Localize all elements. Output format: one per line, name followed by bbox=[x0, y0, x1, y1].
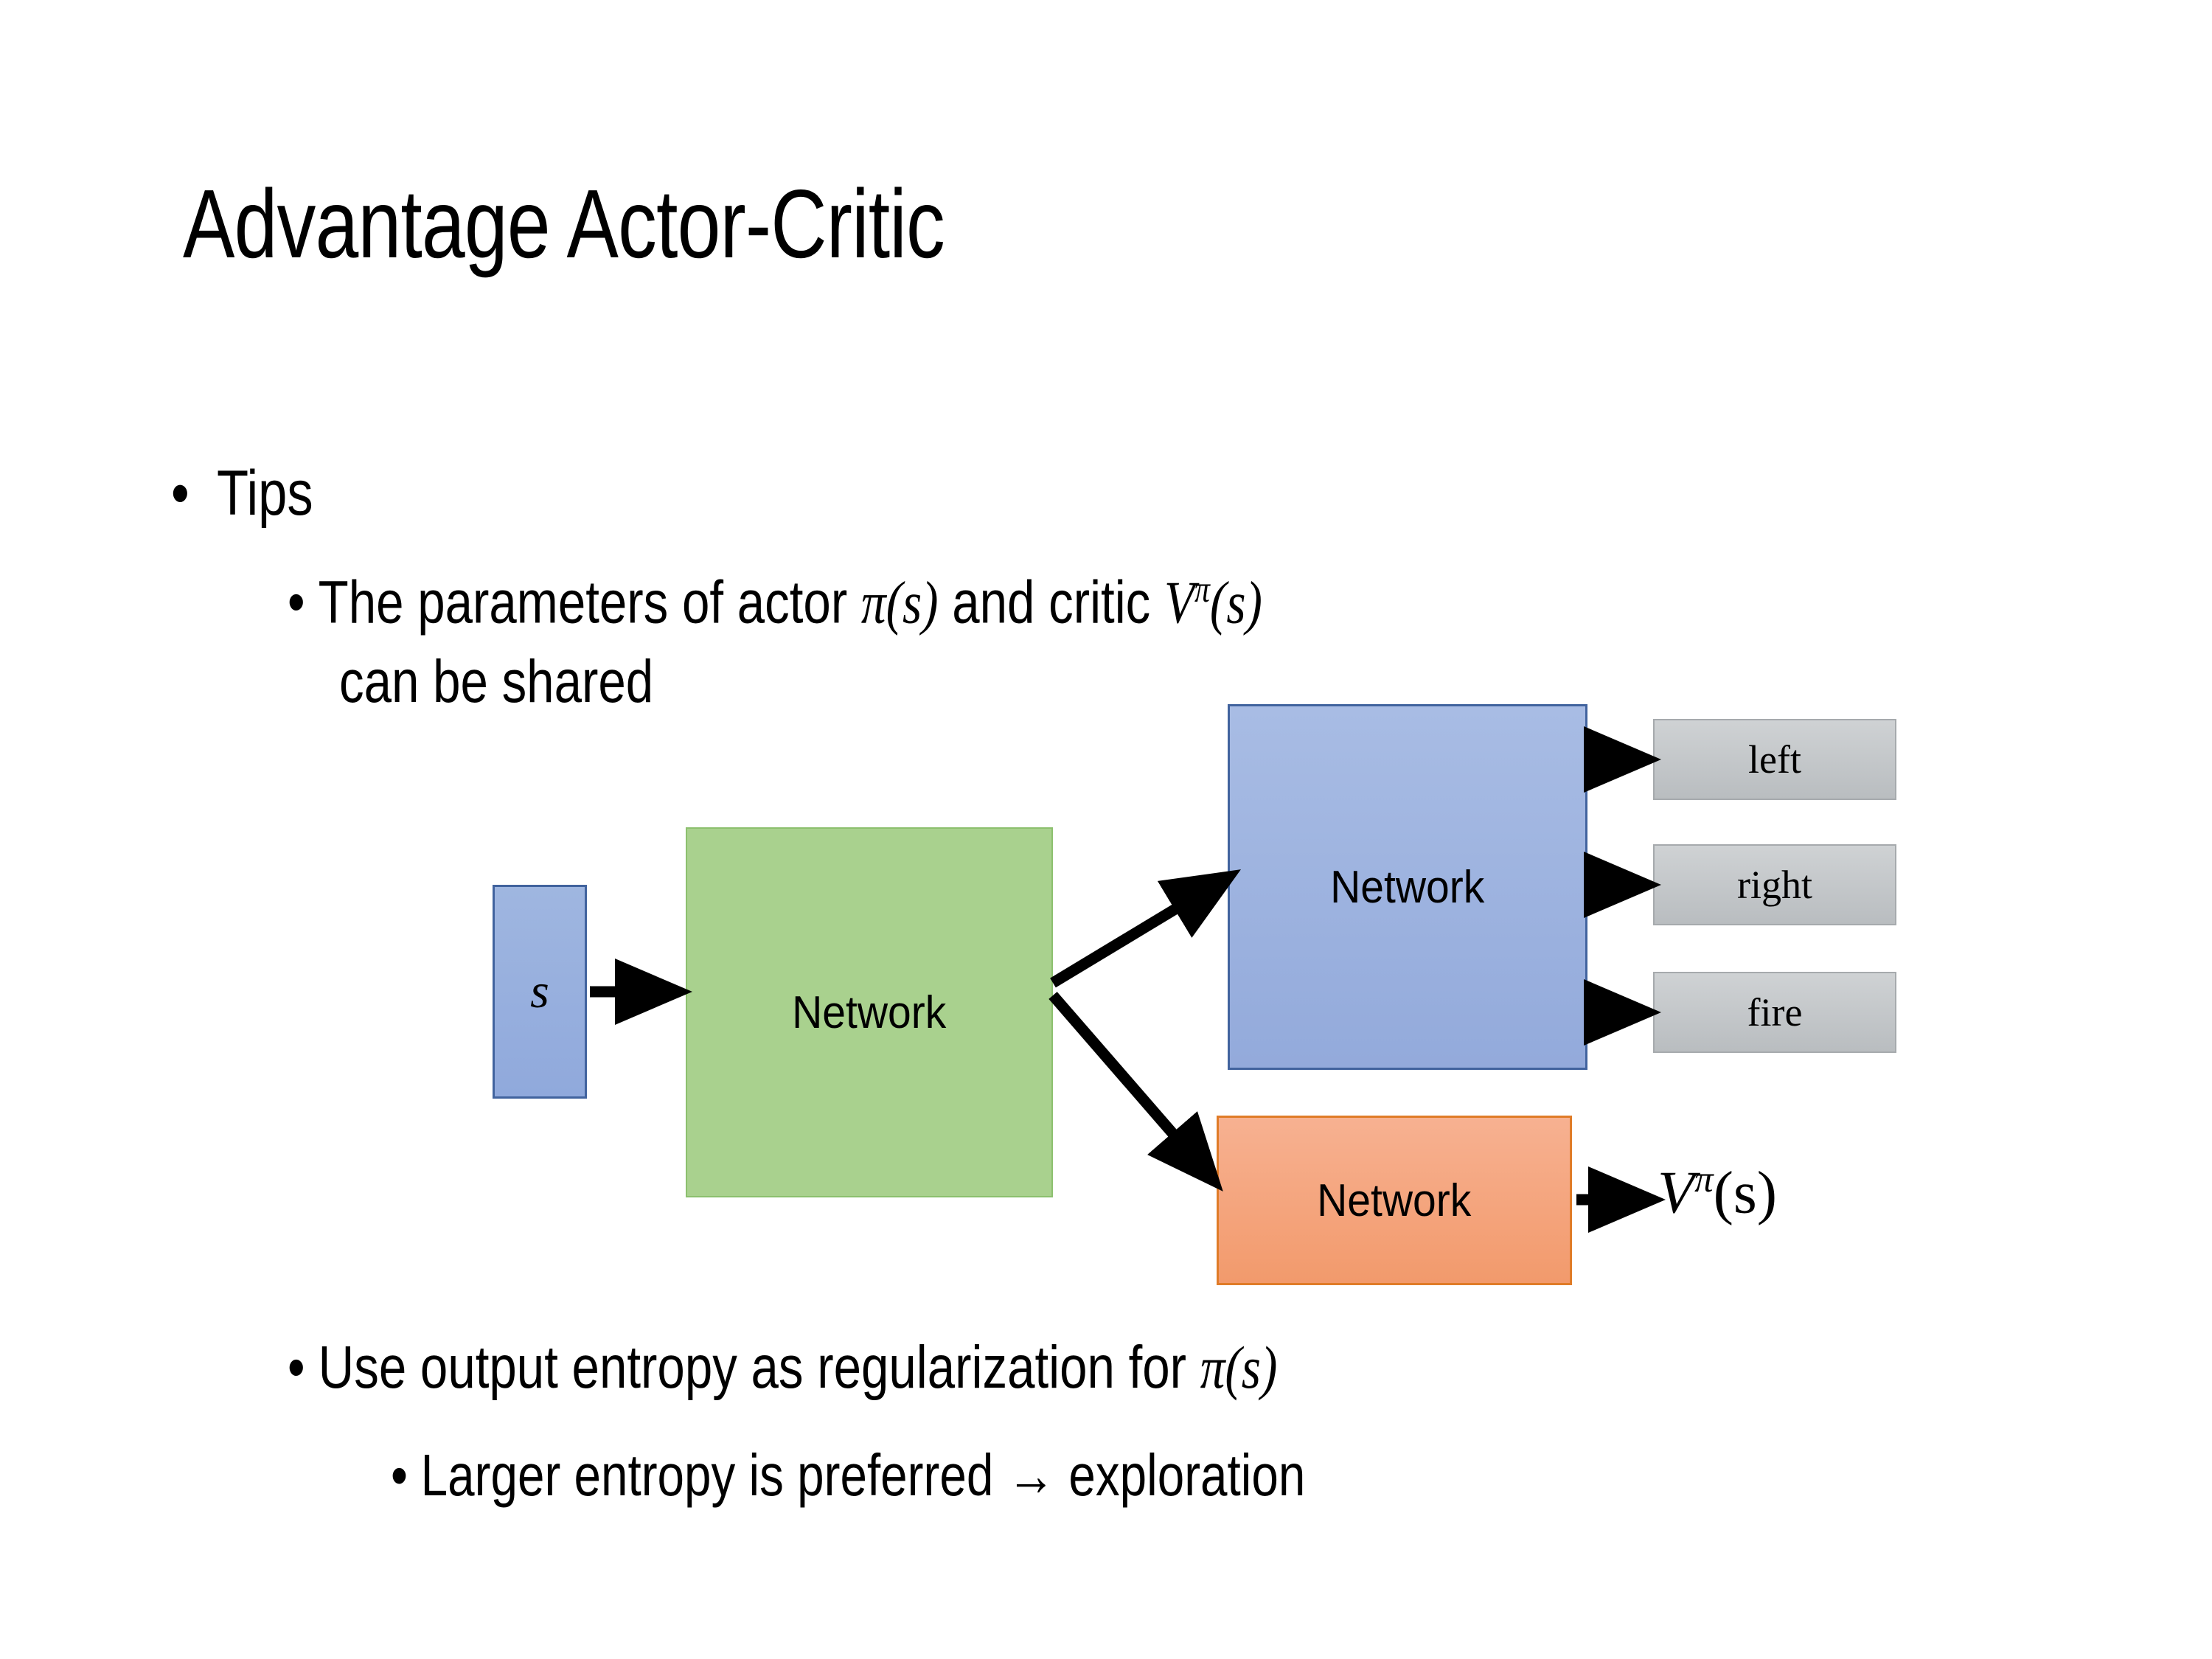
bullet-larger-entropy-label: Larger entropy is preferred → exploratio… bbox=[420, 1442, 1306, 1508]
input-state-label: s bbox=[530, 964, 549, 1018]
bullet-marker: • bbox=[288, 568, 305, 636]
value-output-argument: (s) bbox=[1713, 1158, 1778, 1226]
math-actor-policy: π(s) bbox=[860, 568, 939, 636]
actor-network-box: Network bbox=[1228, 704, 1587, 1070]
input-state-box: s bbox=[493, 885, 587, 1099]
shared-network-label: Network bbox=[792, 987, 947, 1038]
action-output-fire: fire bbox=[1653, 972, 1896, 1053]
bullet-entropy-regularization: •Use output entropy as regularization fo… bbox=[288, 1333, 1495, 1402]
bullet-tips: • Tips bbox=[171, 457, 344, 530]
bullet-marker: • bbox=[171, 458, 189, 529]
math-critic-value-argument: (s) bbox=[1209, 568, 1262, 636]
math-actor-policy: π(s) bbox=[1200, 1334, 1278, 1401]
value-output-superscript: π bbox=[1694, 1158, 1714, 1200]
shared-network-box: Network bbox=[686, 827, 1053, 1197]
bullet-shared-parameters-line2-label: can be shared bbox=[339, 648, 654, 715]
bullet-marker: • bbox=[391, 1442, 408, 1508]
bullet-marker: • bbox=[288, 1334, 305, 1401]
critic-network-label: Network bbox=[1317, 1175, 1472, 1226]
bullet-shared-parameters-line1: •The parameters of actor π(s) and critic… bbox=[288, 568, 1476, 637]
bullet-larger-entropy: •Larger entropy is preferred → explorati… bbox=[391, 1441, 1506, 1509]
math-critic-value-superscript: π bbox=[1194, 568, 1210, 610]
action-output-right: right bbox=[1653, 844, 1896, 925]
critic-network-box: Network bbox=[1217, 1116, 1572, 1285]
math-critic-value-base: V bbox=[1164, 568, 1195, 636]
bullet-shared-parameters-middle: and critic bbox=[938, 568, 1164, 636]
bullet-shared-parameters-prefix: The parameters of actor bbox=[318, 568, 861, 636]
value-output-base: V bbox=[1658, 1158, 1695, 1226]
actor-network-label: Network bbox=[1330, 861, 1485, 913]
arrow-shared-to-critic bbox=[1048, 992, 1223, 1192]
bullet-tips-label: Tips bbox=[217, 458, 313, 529]
value-output-label: Vπ(s) bbox=[1658, 1158, 1777, 1227]
arrow-shared-to-actor bbox=[1050, 869, 1241, 988]
bullet-shared-parameters-line2: can be shared bbox=[339, 647, 723, 717]
bullet-entropy-prefix: Use output entropy as regularization for bbox=[318, 1334, 1200, 1401]
action-output-left: left bbox=[1653, 719, 1896, 800]
page-title: Advantage Actor-Critic bbox=[183, 170, 945, 278]
